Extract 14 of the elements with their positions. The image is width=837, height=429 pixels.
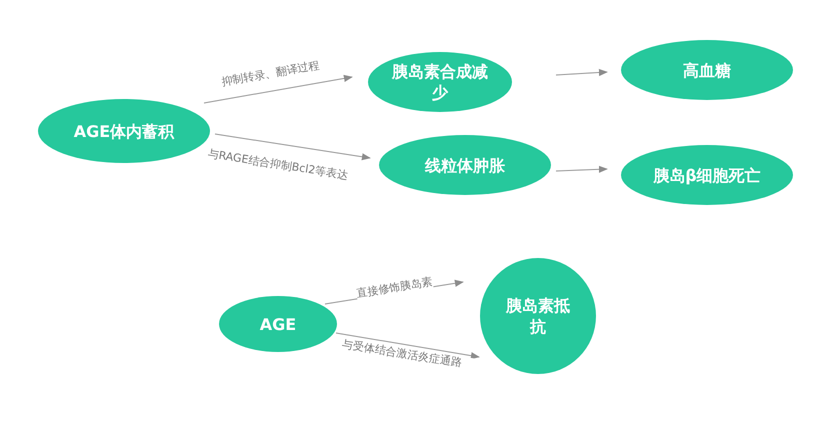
node-text: 胰岛β细胞死亡 (653, 164, 761, 186)
node-text: AGE (260, 314, 296, 334)
arrow (214, 134, 371, 160)
arrow (556, 166, 608, 173)
node-text: 线粒体肿胀 (425, 154, 505, 176)
node-text: 高血糖 (683, 60, 731, 80)
node-text: AGE体内蓄积 (74, 120, 174, 142)
arrow (556, 68, 608, 76)
edge-label: 抑制转录、翻译过程 (220, 58, 320, 88)
node-text: 胰岛素抵抗 (504, 295, 571, 337)
edge-label: 直接修饰胰岛素 (354, 274, 434, 300)
node-text: 胰岛素合成减少 (390, 61, 489, 103)
arrow (336, 332, 480, 360)
arrow (204, 74, 353, 104)
